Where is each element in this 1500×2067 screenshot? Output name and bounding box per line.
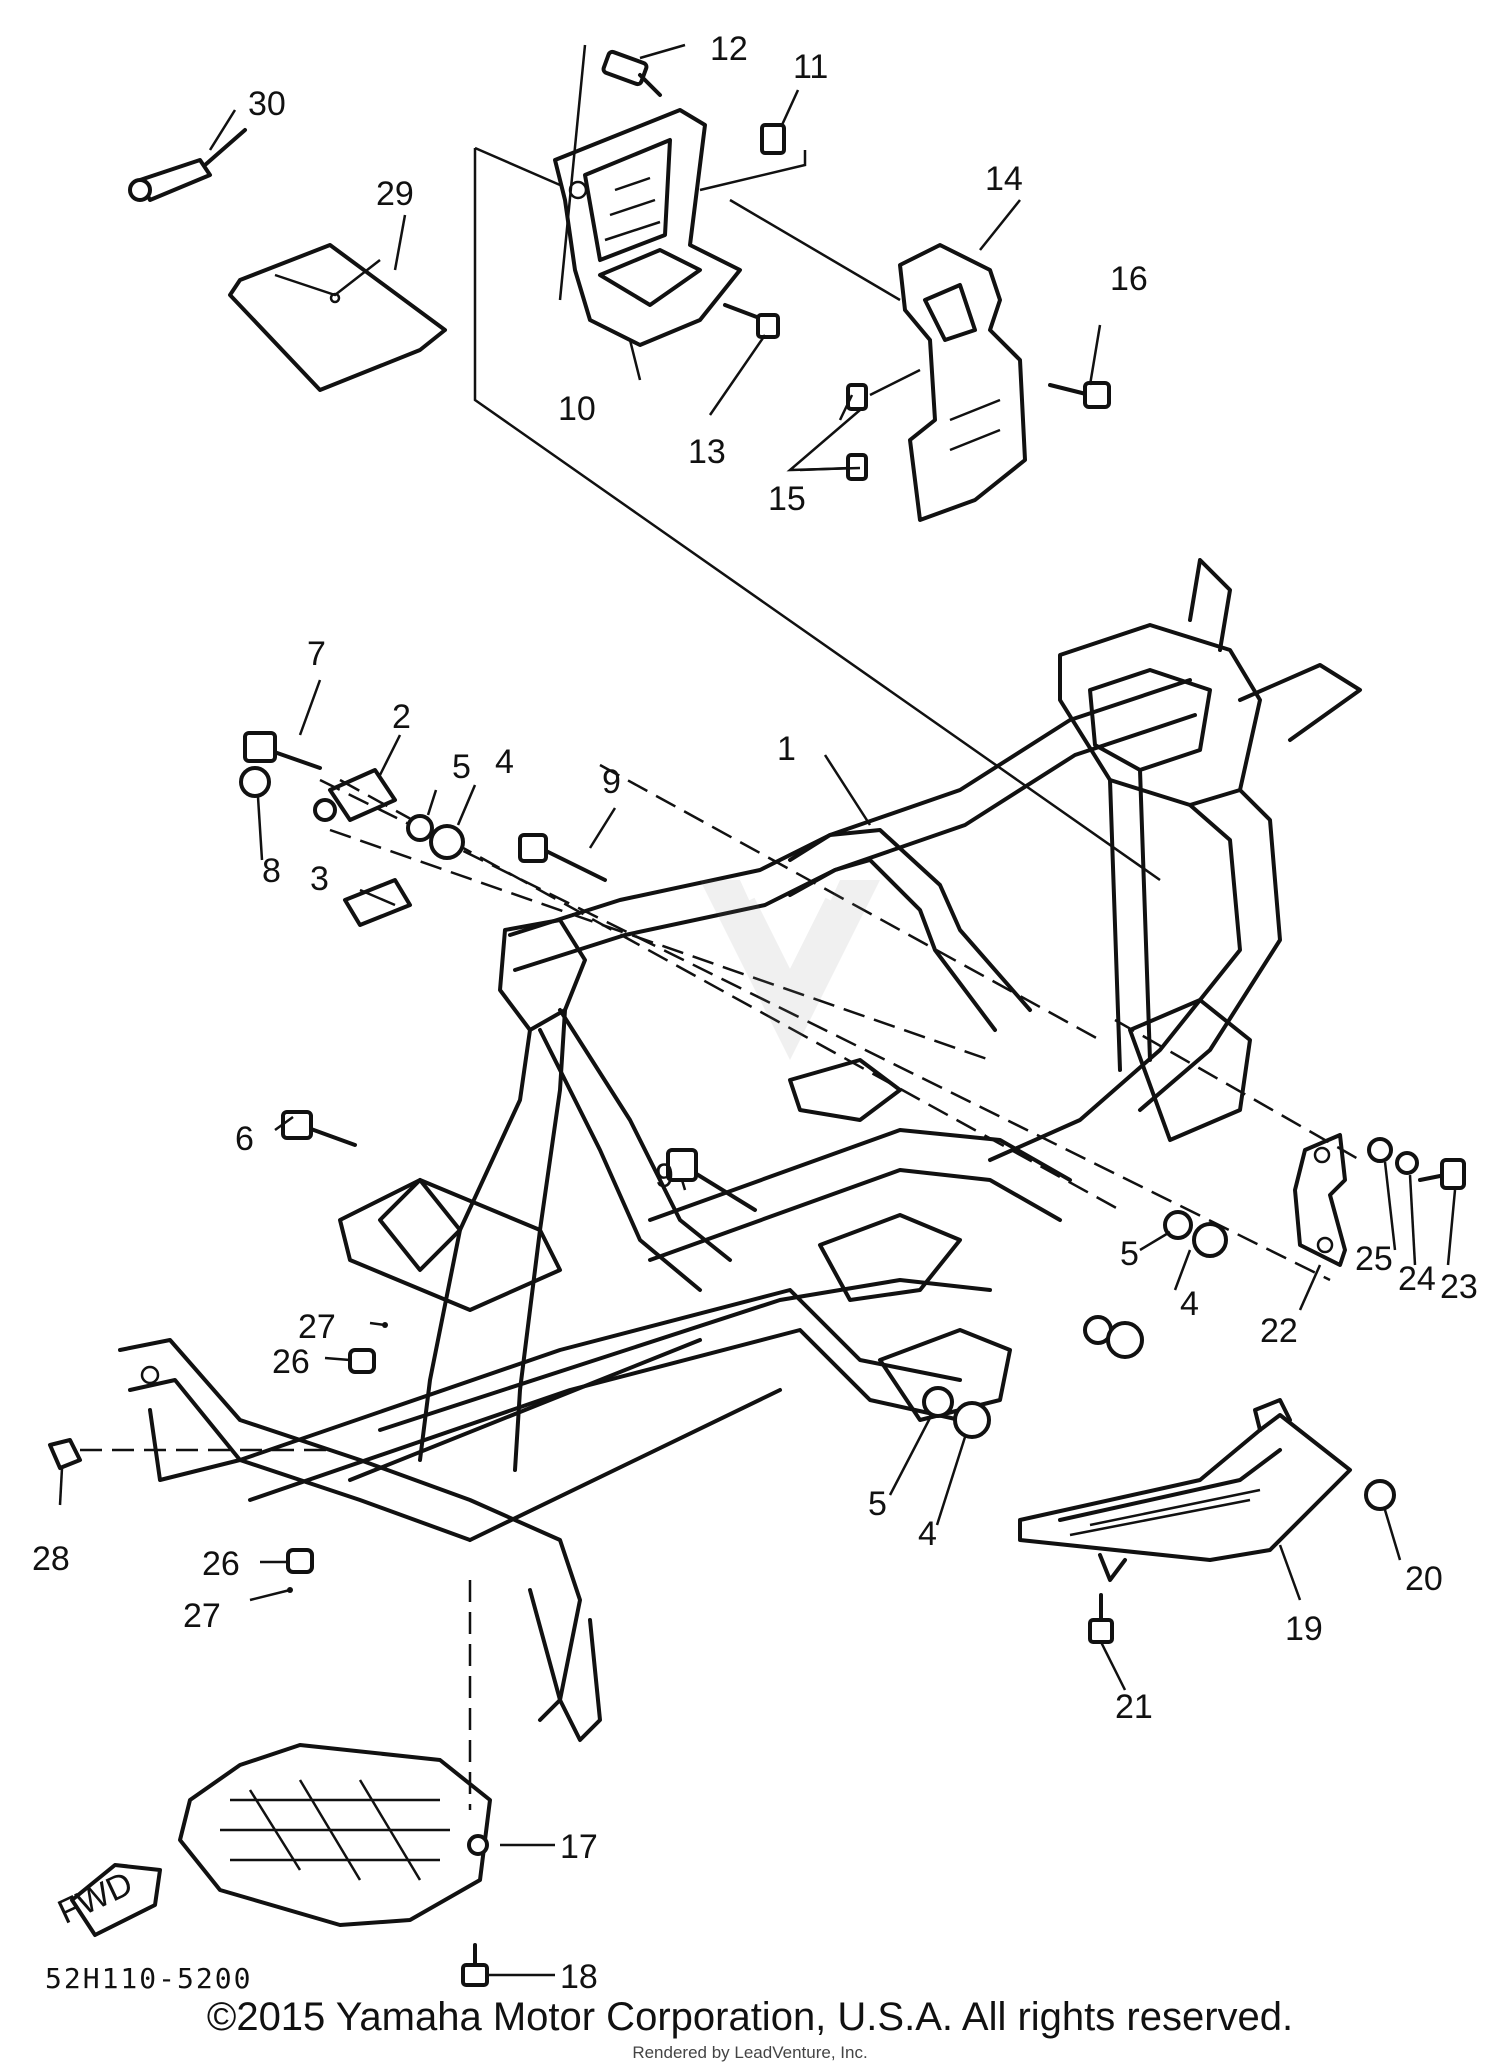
callout-4c: 4 [918,1515,937,1553]
callout-1: 1 [777,730,796,768]
callout-24: 24 [1398,1260,1436,1298]
callout-20: 20 [1405,1560,1443,1598]
callout-8: 8 [262,852,281,890]
battery-box-part-10 [553,108,742,347]
bolt-part-7 [243,731,322,770]
washer-part-24 [1395,1151,1419,1175]
callout-21: 21 [1115,1688,1153,1726]
callout-3: 3 [310,860,329,898]
callout-27b: 27 [183,1597,221,1635]
nut-part-4c [953,1401,991,1439]
nut-part-4b [1192,1222,1228,1258]
callout-30: 30 [248,85,286,123]
leader-lines [58,43,1457,1977]
fwd-arrow-icon: FWD [52,1863,162,1937]
callout-22: 22 [1260,1312,1298,1350]
callout-17: 17 [560,1828,598,1866]
callout-4a: 4 [495,743,514,781]
callout-5a: 5 [452,748,471,786]
callout-27a: 27 [298,1308,336,1346]
callout-28: 28 [32,1540,70,1578]
callout-13: 13 [688,433,726,471]
callout-9b: 9 [655,1157,674,1195]
callout-25: 25 [1355,1240,1393,1278]
bolt-part-9b [666,1148,757,1212]
callout-11: 11 [793,48,828,86]
callout-12: 12 [710,30,748,68]
callout-19: 19 [1285,1610,1323,1648]
plate-part-2 [313,768,397,822]
callout-26a: 26 [272,1343,310,1381]
callout-14: 14 [985,160,1023,198]
callout-26b: 26 [202,1545,240,1583]
tool-bag-part-29 [228,243,447,392]
clip-part-15a [846,383,868,411]
callout-23: 23 [1440,1268,1478,1306]
callout-5b: 5 [1120,1235,1139,1273]
callout-labels: 1 2 3 4 4 4 5 5 5 6 7 8 9 9 10 11 12 13 … [32,30,1478,1996]
footrest-part-19 [1018,1398,1352,1582]
callout-5c: 5 [868,1485,887,1523]
grommet-part-26a [348,1348,376,1374]
bracket-part-22 [1293,1133,1347,1267]
washer-part-25 [1367,1137,1393,1163]
callout-4b: 4 [1180,1285,1199,1323]
washer-part-5c [922,1386,954,1418]
callout-18: 18 [560,1958,598,1996]
callout-16: 16 [1110,260,1148,298]
plate-part-3 [343,878,412,927]
nut-part-20 [1364,1479,1396,1511]
callout-15: 15 [768,480,806,518]
washer-part-5a [406,814,434,842]
tool-part-30 [128,128,247,202]
callout-10: 10 [558,390,596,428]
callout-2: 2 [392,698,411,736]
rendered-by-notice: Rendered by LeadVenture, Inc. [632,2043,868,2062]
washer-part-5b [1163,1210,1193,1240]
bolt-part-18 [461,1943,489,1987]
bolt-part-12 [601,49,662,97]
bolt-part-6 [281,1110,357,1147]
main-frame-part-1 [118,558,1362,1742]
bolt-part-13 [723,303,780,339]
nut-part-4d [1106,1321,1144,1359]
nut-part-4a [429,824,465,860]
bolt-part-21 [1088,1593,1114,1644]
callout-9a: 9 [602,763,621,801]
bolt-part-16 [1048,381,1111,409]
grommet-part-26b [286,1548,314,1574]
watermark-logo [700,880,880,1060]
skid-plate-part-17 [178,1743,492,1927]
bolt-part-23 [1418,1158,1466,1190]
bolt-part-9a [518,833,607,882]
battery-box-assembly [128,44,1161,882]
diagram-code: 52H110-5200 [45,1962,252,1995]
callout-29: 29 [376,175,414,213]
cover-part-14 [729,198,1027,522]
clip-part-11 [760,123,786,155]
callout-6: 6 [235,1120,254,1158]
copyright-notice: ©2015 Yamaha Motor Corporation, U.S.A. A… [206,1995,1294,2039]
nut-part-8 [239,766,271,798]
clip-part-28 [48,1438,82,1470]
callout-7: 7 [307,635,326,673]
